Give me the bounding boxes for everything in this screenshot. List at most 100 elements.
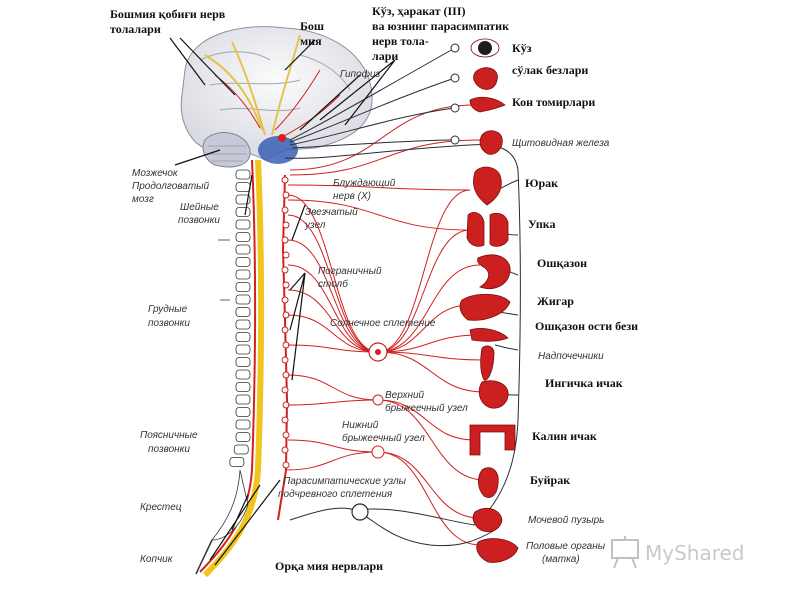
organ-label-liver: Жигар (537, 294, 574, 308)
nerve-fiber (377, 334, 481, 353)
chain-ganglion (281, 236, 289, 244)
organ-label-vessels: Кон томирлари (512, 95, 595, 109)
label-oculomotor-line1: Кўз, ҳаракат (III) (372, 4, 466, 18)
label-thoracic-line2: позвонки (148, 318, 190, 329)
large-intestine-icon (469, 424, 516, 456)
label-oculomotor-line3: нерв тола- (372, 34, 429, 48)
nerve-fiber (287, 214, 379, 353)
organs (459, 38, 519, 563)
label-cerebellum: Мозжечок (132, 168, 179, 179)
sympathetic-nerve-fibers (285, 104, 486, 546)
label-stellate-line1: Звезчатый (305, 207, 358, 218)
chain-ganglion (281, 326, 289, 334)
label-border-column-line2: столб (318, 278, 348, 290)
blood-vessels-icon (469, 96, 506, 113)
label-cervical-line1: Шейные (180, 202, 219, 213)
chain-ganglion (281, 266, 289, 274)
nerve-fiber (287, 239, 379, 353)
organ-label-stomach: Ошқазон (537, 256, 587, 270)
otic-ganglion (450, 73, 460, 83)
vertebra (235, 307, 251, 317)
leader-lines (169, 37, 396, 566)
stomach-icon (477, 254, 511, 289)
label-lower-mesenteric-line1: Нижний (342, 420, 379, 431)
nerve-fiber (377, 304, 471, 353)
chain-ganglion (282, 461, 290, 469)
nerve-fiber (287, 264, 379, 353)
organ-labels: Кўз сўлак безлари Кон томирлари Щитовидн… (512, 41, 638, 565)
kidneys-icon (478, 467, 499, 498)
presentation-board-icon (611, 536, 639, 569)
vertebra (235, 244, 251, 255)
organ-label-reproductive-sub: (матка) (542, 554, 580, 565)
nerve-fiber (287, 289, 379, 353)
vertebra (235, 394, 251, 405)
organ-label-reproductive: Половые органы (526, 541, 606, 552)
label-oculomotor-line4: лари (372, 49, 398, 63)
label-vagus-line1: Блуждающий (333, 178, 396, 189)
nerve-fiber (287, 374, 379, 401)
vertebra (235, 182, 251, 192)
label-brain-line1: Бош (300, 19, 324, 33)
label-parasympathetic-line2: подчревного сплетения (278, 489, 393, 500)
vertebra (235, 332, 251, 342)
ganglia (351, 43, 460, 521)
vertebra (235, 169, 251, 180)
label-lumbar-line1: Поясничные (140, 430, 198, 441)
label-cranial-nerves-line2: толалари (110, 22, 161, 36)
chain-ganglion (281, 386, 289, 394)
label-lumbar-line2: позвонки (148, 444, 190, 455)
label-medulla-line1: Продолговатый (132, 181, 210, 192)
nerve-fiber (377, 351, 486, 393)
organ-label-heart: Юрак (525, 176, 558, 190)
label-stellate-line2: узел (304, 220, 326, 231)
nerve-fiber (377, 351, 486, 361)
liver-icon (459, 293, 511, 321)
chain-ganglion (282, 431, 290, 439)
brain-illustration (180, 26, 373, 168)
label-pituitary: Гипофиз (340, 68, 381, 80)
chain-ganglion (281, 206, 289, 214)
label-cervical-line2: позвонки (178, 215, 220, 226)
bladder-icon (472, 507, 503, 533)
organ-label-adrenal: Надпочечники (538, 351, 604, 362)
chain-ganglion (282, 221, 290, 229)
hypogastric-node (351, 503, 369, 521)
heart-icon (473, 166, 502, 206)
vertebra (235, 207, 251, 217)
vertebra (235, 257, 251, 267)
label-brain-line2: мия (300, 34, 322, 48)
pancreas-icon (469, 328, 509, 342)
label-vagus-line2: нерв (X) (333, 191, 371, 202)
chain-ganglion (282, 281, 290, 289)
nerve-fiber (377, 451, 481, 519)
vertebra (235, 219, 251, 230)
label-oculomotor-line2: ва юзнинг парасимпатик (372, 19, 509, 33)
nerve-fiber (377, 451, 481, 546)
lungs-icon (466, 211, 509, 247)
chain-ganglion (281, 416, 289, 424)
chain-ganglion (282, 251, 290, 259)
label-border-column-line1: Пограничный (318, 266, 382, 277)
organ-label-kidneys: Буйрак (530, 473, 570, 487)
vertebra (235, 319, 251, 330)
label-cranial-nerves-line1: Бошмия қобиғи нерв (110, 7, 226, 21)
upper-mesenteric-node (372, 394, 384, 406)
label-thoracic-line1: Грудные (148, 304, 188, 315)
vertebra (235, 344, 251, 355)
label-solar-plexus: Солнечное сплетение (330, 318, 436, 329)
nerve-fiber (377, 229, 471, 353)
vertebra (235, 282, 251, 292)
label-upper-mesenteric-line1: Верхний (385, 390, 425, 401)
small-intestine-icon (478, 380, 509, 409)
label-medulla-line2: мозг (132, 194, 154, 205)
organ-label-lungs: Упка (528, 217, 555, 231)
nerve-fiber (287, 199, 471, 231)
nerve-fiber (289, 139, 481, 176)
vertebra (235, 407, 251, 417)
label-upper-mesenteric-line2: брыжеечный узел (385, 402, 468, 414)
nerve-fiber (377, 189, 471, 353)
vertebra (235, 357, 251, 367)
watermark: MyShared (611, 536, 745, 569)
chain-ganglion (281, 296, 289, 304)
